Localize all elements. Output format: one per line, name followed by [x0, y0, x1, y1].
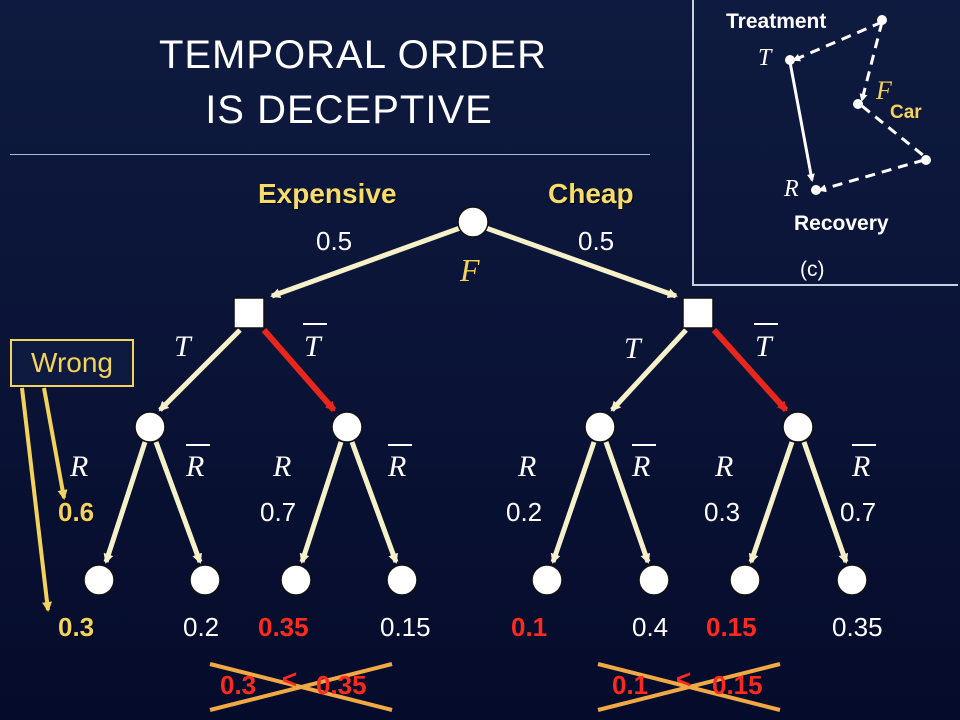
overbar	[303, 323, 327, 325]
chance-node-4	[782, 411, 814, 443]
edge-left-t	[158, 328, 242, 412]
comparison-right-a: 0.1	[612, 670, 649, 700]
root-chance-node	[457, 206, 489, 238]
wrong-label-box: Wrong	[10, 339, 134, 387]
edge-leaf-5	[550, 441, 597, 564]
branch-label-cheap: Cheap	[548, 178, 634, 209]
leaf-node-3	[280, 564, 312, 596]
edge-left-t-bar	[261, 328, 337, 412]
inset-var-t: T	[758, 45, 772, 71]
label-r-bar-3: R	[632, 450, 651, 483]
leaf-node-1	[83, 564, 115, 596]
cross-left-b	[209, 662, 393, 712]
edge-leaf-8	[801, 441, 849, 564]
leaf-prob-7: 0.15	[706, 612, 757, 642]
edge-leaf-1	[103, 441, 148, 564]
comparison-right-op: <	[676, 664, 692, 694]
decision-node-expensive	[233, 297, 265, 329]
cond-prob-1: 0.6	[58, 497, 95, 527]
comparison-left-op: <	[282, 664, 298, 694]
leaf-prob-3: 0.35	[258, 612, 309, 642]
leaf-node-2	[189, 564, 221, 596]
branch-label-expensive: Expensive	[258, 178, 397, 209]
label-r-bar-1: R	[186, 450, 205, 483]
leaf-prob-1: 0.3	[58, 612, 95, 642]
cross-right-b	[597, 662, 781, 712]
inset-causal-diagram: Treatment T F Car R Recovery (c)	[692, 0, 958, 286]
cond-prob-4: 0.3	[704, 497, 741, 527]
cond-prob-3: 0.2	[506, 497, 543, 527]
inset-label-car: Car	[890, 102, 922, 123]
label-r-bar-4: R	[852, 450, 871, 483]
label-r-1: R	[70, 450, 89, 483]
overbar	[388, 444, 412, 446]
leaf-node-6	[638, 564, 670, 596]
inset-caption: (c)	[800, 258, 825, 281]
overbar	[632, 444, 656, 446]
edge-root-cheap	[485, 225, 678, 299]
inset-var-f: F	[876, 76, 892, 105]
branch-prob-expensive: 0.5	[316, 226, 353, 256]
edge-leaf-6	[603, 441, 651, 564]
label-r-bar-2: R	[388, 450, 407, 483]
edge-root-expensive	[270, 225, 461, 299]
label-t-bar-left: T	[304, 330, 321, 363]
decision-node-cheap	[682, 297, 714, 329]
label-r-3: R	[518, 450, 537, 483]
edge-leaf-4	[349, 441, 399, 564]
chance-node-3	[584, 411, 616, 443]
wrong-arrow-to-0.3	[20, 387, 53, 612]
leaf-node-7	[729, 564, 761, 596]
comparison-left-a: 0.3	[220, 670, 257, 700]
title-line-1: TEMPORAL ORDER	[158, 33, 548, 77]
edge-leaf-2	[153, 441, 203, 564]
overbar	[754, 323, 778, 325]
cond-prob-5: 0.7	[840, 497, 877, 527]
label-r-4: R	[715, 450, 734, 483]
cond-prob-2: 0.7	[260, 497, 297, 527]
chance-node-1	[134, 411, 166, 443]
label-t-right: T	[624, 332, 641, 365]
label-t-left: T	[174, 330, 191, 363]
label-t-bar-right: T	[755, 330, 772, 363]
edge-leaf-3	[299, 441, 344, 564]
inset-label-treatment: Treatment	[726, 10, 827, 33]
inset-var-r: R	[784, 176, 799, 202]
leaf-node-4	[386, 564, 418, 596]
edge-right-t	[610, 328, 688, 412]
branch-prob-cheap: 0.5	[578, 226, 615, 256]
overbar	[186, 444, 210, 446]
title-divider	[10, 154, 650, 155]
comparison-left-b: 0.35	[316, 670, 367, 700]
title-line-2: IS DECEPTIVE	[205, 88, 493, 132]
leaf-prob-2: 0.2	[183, 612, 220, 642]
edge-right-t-bar	[711, 327, 789, 413]
inset-graph	[785, 15, 931, 195]
wrong-arrow-to-0.6	[42, 387, 68, 500]
root-variable-f: F	[460, 252, 480, 288]
edge-leaf-7	[748, 441, 795, 564]
inset-label-recovery: Recovery	[794, 212, 889, 235]
leaf-prob-6: 0.4	[632, 612, 669, 642]
leaf-node-5	[531, 564, 563, 596]
chance-node-2	[331, 411, 363, 443]
leaf-prob-5: 0.1	[511, 612, 548, 642]
leaf-prob-4: 0.15	[380, 612, 431, 642]
label-r-2: R	[273, 450, 292, 483]
overbar	[852, 444, 876, 446]
comparison-right-b: 0.15	[712, 670, 763, 700]
leaf-node-8	[836, 564, 868, 596]
leaf-prob-8: 0.35	[832, 612, 883, 642]
